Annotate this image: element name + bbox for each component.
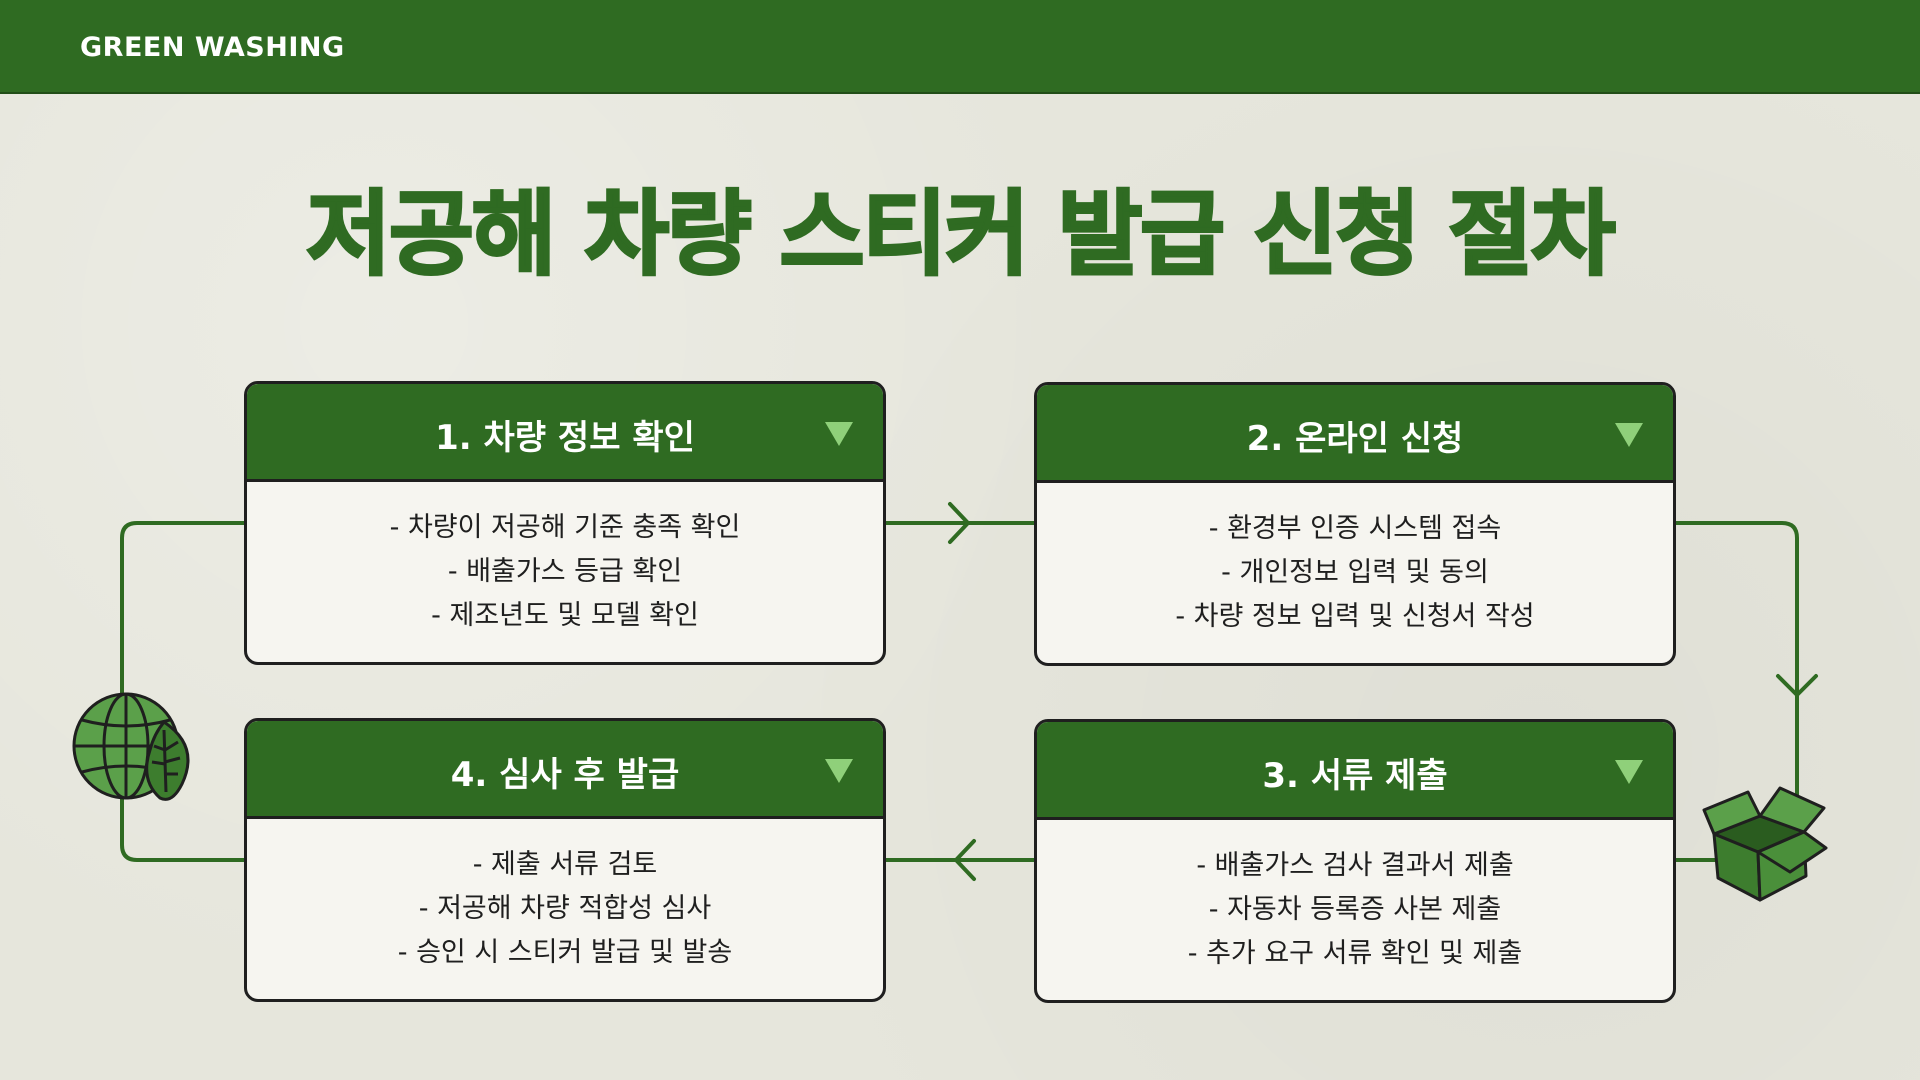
arrow-left-icon: [954, 839, 976, 881]
step-title: 2. 온라인 신청: [1246, 419, 1464, 459]
step-body: - 제출 서류 검토 - 저공해 차량 적합성 심사 - 승인 시 스티커 발급…: [247, 819, 883, 975]
step-line: - 저공해 차량 적합성 심사: [418, 893, 712, 924]
step-title: 1. 차량 정보 확인: [435, 418, 695, 458]
step-line: - 제조년도 및 모델 확인: [431, 600, 699, 631]
step-title: 4. 심사 후 발급: [450, 755, 680, 795]
connector-2-3: [1674, 521, 1799, 817]
open-box-icon: [1702, 786, 1828, 902]
step-card-header: 4. 심사 후 발급: [247, 721, 883, 819]
step-line: - 개인정보 입력 및 동의: [1221, 557, 1489, 588]
step-line: - 배출가스 검사 결과서 제출: [1196, 850, 1514, 881]
step-card-header: 3. 서류 제출: [1037, 722, 1673, 820]
globe-leaf-icon: [72, 692, 190, 801]
page-title: 저공해 차량 스티커 발급 신청 절차: [305, 180, 1617, 290]
brand-label: GREEN WASHING: [80, 32, 345, 63]
step-line: - 추가 요구 서류 확인 및 제출: [1187, 938, 1523, 969]
step-card-4[interactable]: 4. 심사 후 발급 - 제출 서류 검토 - 저공해 차량 적합성 심사 - …: [244, 718, 886, 1002]
step-line: - 차량 정보 입력 및 신청서 작성: [1175, 601, 1535, 632]
step-card-1[interactable]: 1. 차량 정보 확인 - 차량이 저공해 기준 충족 확인 - 배출가스 등급…: [244, 381, 886, 665]
triangle-down-icon[interactable]: [823, 420, 855, 448]
triangle-down-icon[interactable]: [1613, 758, 1645, 786]
step-title: 3. 서류 제출: [1262, 756, 1448, 796]
step-body: - 차량이 저공해 기준 충족 확인 - 배출가스 등급 확인 - 제조년도 및…: [247, 482, 883, 638]
step-line: - 차량이 저공해 기준 충족 확인: [389, 512, 741, 543]
top-bar: GREEN WASHING: [0, 0, 1920, 94]
arrow-right-icon: [948, 502, 970, 544]
step-line: - 제출 서류 검토: [472, 849, 658, 880]
step-body: - 환경부 인증 시스템 접속 - 개인정보 입력 및 동의 - 차량 정보 입…: [1037, 483, 1673, 639]
step-card-2[interactable]: 2. 온라인 신청 - 환경부 인증 시스템 접속 - 개인정보 입력 및 동의…: [1034, 382, 1676, 666]
step-card-header: 2. 온라인 신청: [1037, 385, 1673, 483]
step-line: - 승인 시 스티커 발급 및 발송: [397, 937, 733, 968]
step-line: - 자동차 등록증 사본 제출: [1208, 894, 1502, 925]
step-body: - 배출가스 검사 결과서 제출 - 자동차 등록증 사본 제출 - 추가 요구…: [1037, 820, 1673, 976]
step-line: - 환경부 인증 시스템 접속: [1208, 513, 1502, 544]
step-card-3[interactable]: 3. 서류 제출 - 배출가스 검사 결과서 제출 - 자동차 등록증 사본 제…: [1034, 719, 1676, 1003]
triangle-down-icon[interactable]: [823, 757, 855, 785]
connector-4-1: [120, 521, 246, 862]
step-card-header: 1. 차량 정보 확인: [247, 384, 883, 482]
triangle-down-icon[interactable]: [1613, 421, 1645, 449]
arrow-down-icon: [1776, 674, 1818, 697]
step-line: - 배출가스 등급 확인: [447, 556, 683, 587]
